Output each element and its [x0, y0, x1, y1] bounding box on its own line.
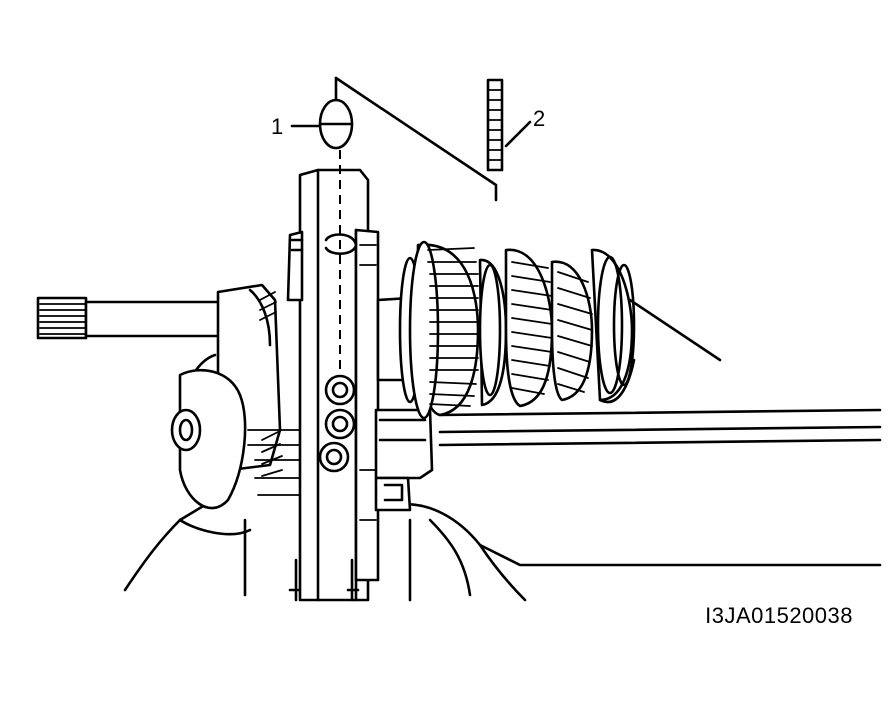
callout-leaders	[290, 120, 532, 148]
plug-part-1	[318, 98, 354, 370]
shift-block	[374, 408, 434, 512]
bearing-housing	[170, 283, 301, 510]
callout-1-label: 1	[271, 114, 283, 139]
callout-2-label: 2	[533, 106, 545, 131]
input-shaft	[36, 296, 232, 340]
gear-cluster	[376, 240, 636, 420]
figure-code: I3JA01520038	[705, 603, 853, 628]
roll-pin-part-2	[334, 76, 504, 202]
callout-2-leader	[504, 120, 532, 148]
center-plate	[286, 168, 380, 602]
